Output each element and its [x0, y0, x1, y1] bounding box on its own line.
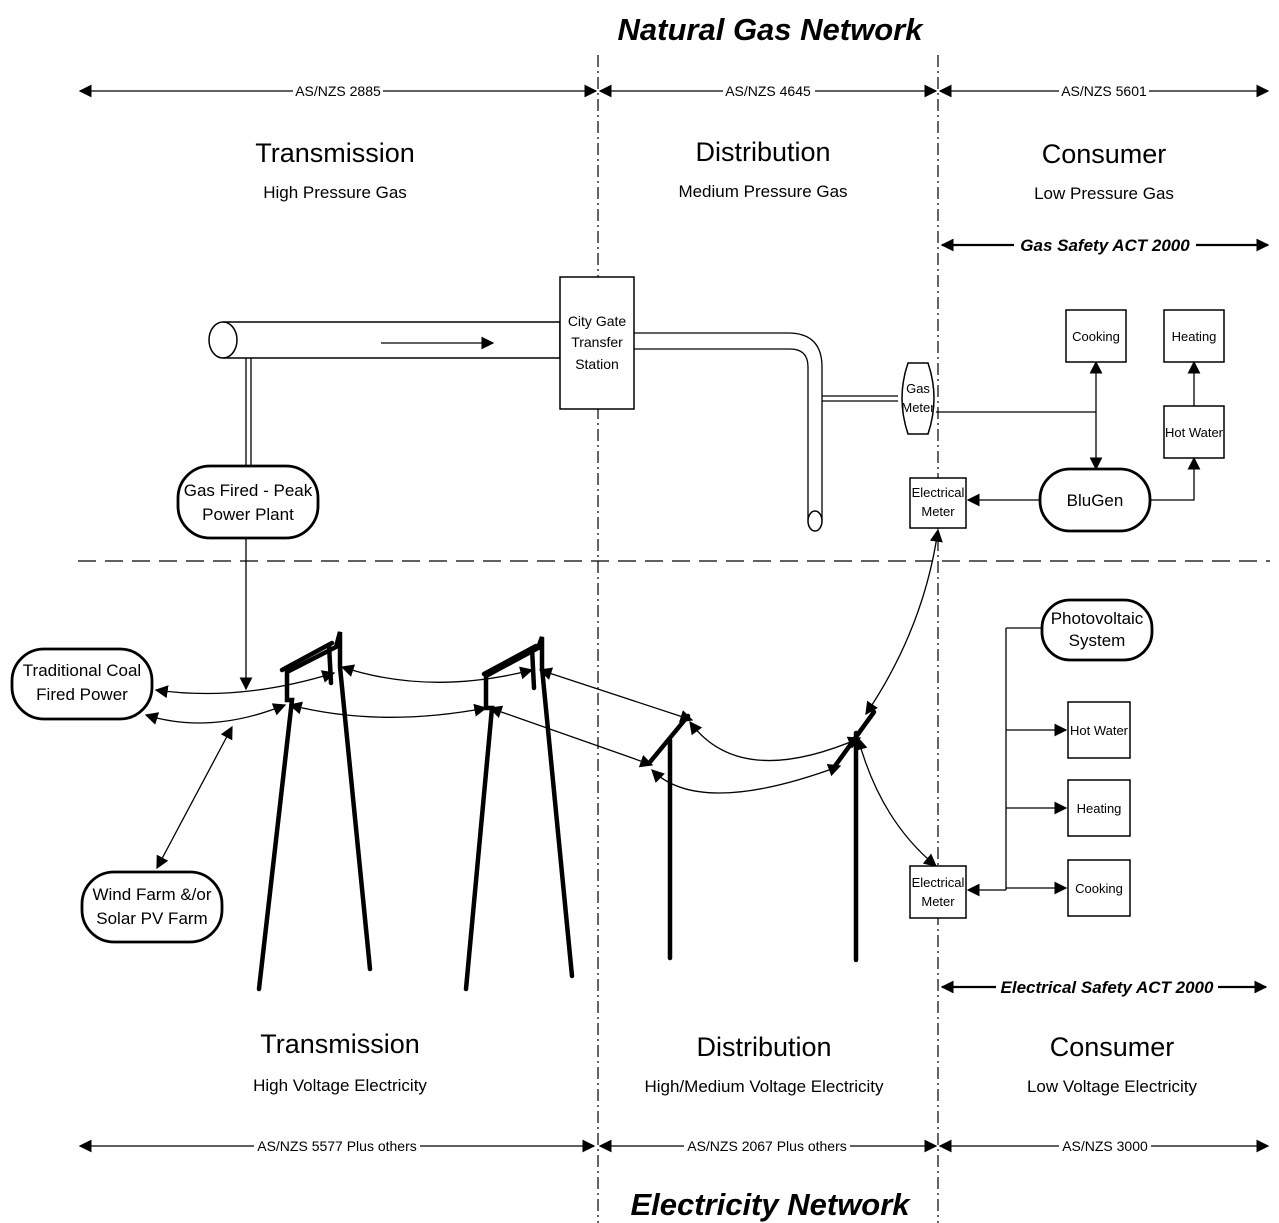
gas-heating-box: Heating: [1163, 309, 1225, 363]
elec-heating-box: Heating: [1067, 779, 1131, 837]
svg-text:Meter: Meter: [921, 894, 955, 909]
gas-transmission-subheading: High Pressure Gas: [263, 183, 407, 202]
line-wind-to-grid: [156, 725, 233, 870]
svg-text:Cooking: Cooking: [1075, 881, 1123, 896]
svg-text:Electrical: Electrical: [912, 485, 965, 500]
line-tower1-tower2-top: [340, 664, 534, 683]
svg-text:Hot Water: Hot Water: [1165, 425, 1224, 440]
city-gate-station: City Gate Transfer Station: [559, 276, 635, 410]
svg-text:Transfer: Transfer: [571, 334, 623, 350]
svg-text:Hot Water: Hot Water: [1070, 723, 1129, 738]
gas-distribution-standard: AS/NZS 4645: [725, 83, 811, 99]
electrical-safety-act: Electrical Safety ACT 2000: [1001, 978, 1214, 997]
elec-transmission-subheading: High Voltage Electricity: [253, 1076, 427, 1095]
svg-text:BluGen: BluGen: [1067, 491, 1124, 510]
svg-text:Gas: Gas: [906, 381, 930, 396]
gas-consumer-standard: AS/NZS 5601: [1061, 83, 1147, 99]
line-tower2-pole1-top: [538, 667, 694, 723]
svg-text:City Gate: City Gate: [568, 313, 627, 329]
distribution-pole-1: [647, 713, 691, 961]
elec-hot-water-box: Hot Water: [1067, 701, 1131, 759]
gas-standards-row: AS/NZS 2885 AS/NZS 4645 AS/NZS 5601: [78, 82, 1270, 100]
elec-distribution-subheading: High/Medium Voltage Electricity: [644, 1077, 884, 1096]
gas-meter: Gas Meter: [901, 362, 935, 435]
gas-cooking-box: Cooking: [1065, 309, 1127, 363]
svg-text:Photovoltaic: Photovoltaic: [1051, 609, 1144, 628]
elec-transmission-standard: AS/NZS 5577 Plus others: [257, 1138, 417, 1154]
svg-text:Fired Power: Fired Power: [36, 685, 128, 704]
gas-transmission-heading: Transmission: [255, 138, 415, 168]
elec-transmission-heading: Transmission: [260, 1029, 420, 1059]
svg-text:System: System: [1069, 631, 1126, 650]
line-pole1-pole2-bottom: [651, 763, 842, 794]
elec-cooking-box: Cooking: [1067, 859, 1131, 917]
gas-safety-act: Gas Safety ACT 2000: [1020, 236, 1190, 255]
photovoltaic-system: Photovoltaic System: [1040, 598, 1154, 662]
svg-text:Electrical: Electrical: [912, 875, 965, 890]
elec-consumer-subheading: Low Voltage Electricity: [1027, 1077, 1198, 1096]
gas-side-electrical-meter: Electrical Meter: [909, 477, 967, 529]
consumer-electrical-meter: Electrical Meter: [909, 865, 967, 919]
svg-text:Cooking: Cooking: [1072, 329, 1120, 344]
elec-consumer-heading: Consumer: [1050, 1032, 1175, 1062]
svg-text:Traditional Coal: Traditional Coal: [23, 661, 141, 680]
gas-hot-water-box: Hot Water: [1163, 405, 1225, 459]
gas-consumer-subheading: Low Pressure Gas: [1034, 184, 1174, 203]
coal-power-station: Traditional Coal Fired Power: [10, 647, 154, 721]
elec-consumer-standard: AS/NZS 3000: [1062, 1138, 1148, 1154]
elec-distribution-heading: Distribution: [696, 1032, 831, 1062]
gas-distribution-subheading: Medium Pressure Gas: [678, 182, 847, 201]
svg-text:Power Plant: Power Plant: [202, 505, 294, 524]
gas-transmission-standard: AS/NZS 2885: [295, 83, 381, 99]
distribution-pipe: [634, 332, 823, 520]
line-tower2-pole1-bottom: [488, 705, 654, 768]
transmission-pipe: [208, 321, 561, 359]
gas-fired-peak-plant: Gas Fired - Peak Power Plant: [176, 464, 320, 540]
svg-text:Gas Fired - Peak: Gas Fired - Peak: [184, 481, 313, 500]
wind-solar-farm: Wind Farm &/or Solar PV Farm: [80, 870, 224, 944]
arrow-blugen-to-hot-water: [1150, 456, 1201, 501]
gas-distribution-heading: Distribution: [695, 137, 830, 167]
line-pole2-to-lower-meter: [854, 736, 938, 867]
distribution-pole-2: [832, 709, 877, 963]
line-pole2-to-upper-meter: [865, 528, 943, 716]
svg-text:Station: Station: [575, 356, 619, 372]
transmission-tower-1: [256, 631, 373, 992]
gas-consumer-heading: Consumer: [1042, 139, 1167, 169]
svg-text:Heating: Heating: [1077, 801, 1122, 816]
gas-network-title: Natural Gas Network: [618, 12, 925, 47]
line-coal-tower1-bottom: [144, 703, 287, 725]
electricity-network-title: Electricity Network: [630, 1187, 911, 1222]
transmission-tower-2: [463, 636, 575, 992]
line-coal-tower1-top: [154, 670, 336, 699]
svg-text:Wind Farm &/or: Wind Farm &/or: [92, 885, 211, 904]
svg-text:Heating: Heating: [1172, 329, 1217, 344]
line-tower1-tower2-bottom: [288, 701, 488, 718]
svg-text:Meter: Meter: [921, 504, 955, 519]
svg-text:Meter: Meter: [901, 400, 935, 415]
line-pole1-pole2-top: [689, 720, 862, 762]
elec-distribution-standard: AS/NZS 2067 Plus others: [687, 1138, 847, 1154]
power-lines: [144, 528, 943, 870]
blugen-unit: BluGen: [1038, 467, 1152, 533]
elec-standards-row: AS/NZS 5577 Plus others AS/NZS 2067 Plus…: [78, 1137, 1270, 1155]
svg-text:Solar PV Farm: Solar PV Farm: [96, 909, 207, 928]
